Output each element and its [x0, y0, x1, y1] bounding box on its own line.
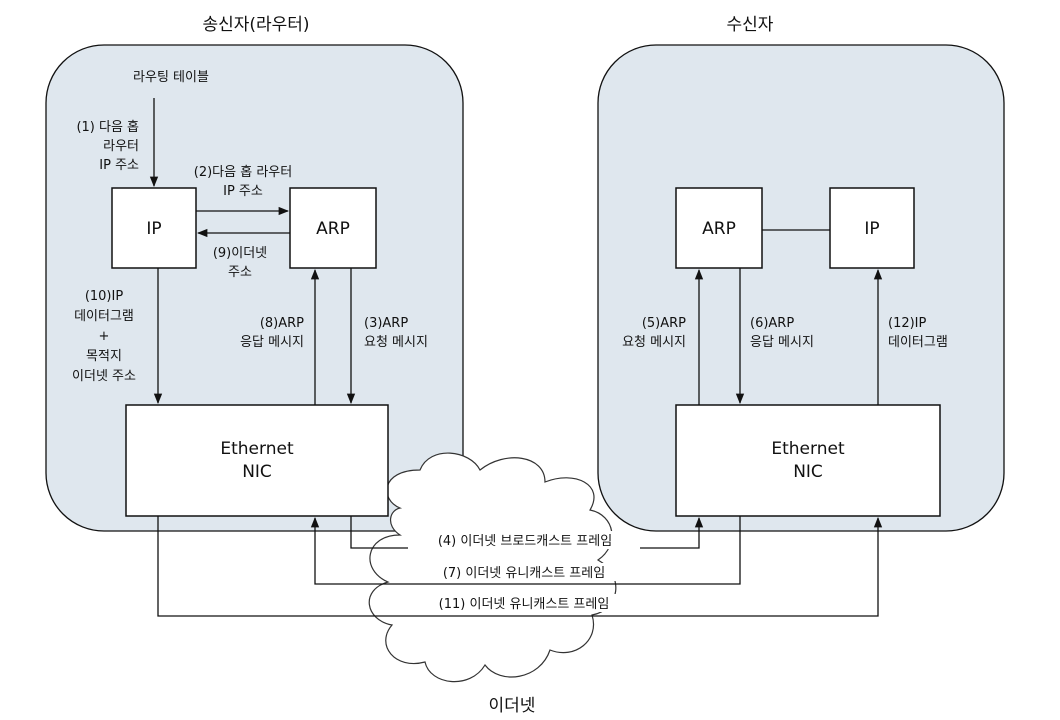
sender-nic-label-2: NIC — [242, 462, 272, 482]
step2-line1: (2)다음 홉 라우터 — [194, 165, 292, 180]
step7-bg — [408, 563, 640, 581]
sender-arp-label: ARP — [316, 219, 350, 239]
step11-bg — [404, 594, 644, 612]
sender-ip-label: IP — [146, 219, 161, 239]
step3-line2: 요청 메시지 — [364, 335, 428, 350]
step4-bg — [408, 531, 640, 549]
arrow-unicast-reply-frame — [310, 516, 741, 585]
step5-line1: (5)ARP — [642, 316, 686, 331]
sender-nic-label-1: Ethernet — [220, 439, 294, 459]
step4-label: (4) 이더넷 브로드캐스트 프레임 — [438, 534, 612, 549]
step2-line2: IP 주소 — [223, 184, 263, 199]
sender-arp-box — [289, 187, 377, 269]
step9-line2: 주소 — [228, 265, 252, 280]
step3-line1: (3)ARP — [364, 316, 408, 331]
step12-line2: 데이터그램 — [888, 335, 948, 350]
receiver-nic-label-2: NIC — [793, 462, 823, 482]
routing-table-label: 라우팅 테이블 — [133, 70, 209, 85]
step12-line1: (12)IP — [888, 316, 927, 331]
step6-line1: (6)ARP — [750, 316, 794, 331]
step10-line2: 데이터그램 — [74, 309, 134, 324]
step1-line3: IP 주소 — [99, 158, 139, 173]
step10-line4: 목적지 — [86, 349, 122, 364]
step1-line2: 라우터 — [103, 139, 139, 154]
step1-line1: (1) 다음 홉 — [76, 120, 139, 135]
step6-line2: 응답 메시지 — [750, 335, 814, 350]
step10-line1: (10)IP — [85, 289, 124, 304]
receiver-arp-box — [675, 187, 763, 269]
sender-title: 송신자(라우터) — [202, 15, 309, 35]
step10-line5: 이더넷 주소 — [72, 369, 136, 384]
step8-line2: 응답 메시지 — [240, 335, 304, 350]
receiver-nic-label-1: Ethernet — [771, 439, 845, 459]
network-label: 이더넷 — [489, 696, 536, 716]
receiver-title: 수신자 — [727, 15, 774, 35]
step7-label: (7) 이더넷 유니캐스트 프레임 — [443, 566, 605, 581]
receiver-nic-box — [675, 404, 941, 517]
receiver-arp-label: ARP — [702, 219, 736, 239]
sender-nic-box — [125, 404, 389, 517]
step10-line3: + — [99, 329, 110, 344]
arrow-unicast-ip-frame — [157, 516, 883, 617]
receiver-ip-label: IP — [864, 219, 879, 239]
receiver-ip-box — [829, 187, 915, 269]
step8-line1: (8)ARP — [260, 316, 304, 331]
step9-line1: (9)이더넷 — [213, 246, 267, 261]
step5-line2: 요청 메시지 — [622, 335, 686, 350]
sender-ip-box — [111, 187, 197, 269]
step11-label: (11) 이더넷 유니캐스트 프레임 — [439, 597, 610, 612]
